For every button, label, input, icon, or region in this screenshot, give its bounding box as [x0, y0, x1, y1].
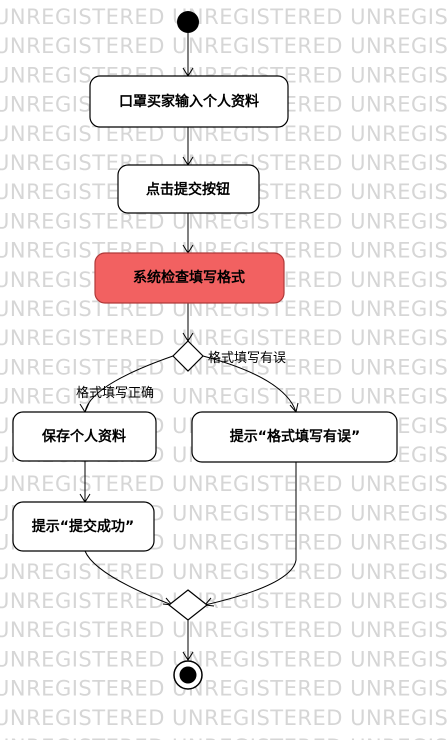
guard-correct-label: 格式填写正确: [76, 385, 154, 401]
edge-error-to-merge: [204, 462, 297, 606]
action-prompt-success-label: 提示“提交成功”: [32, 518, 134, 535]
initial-node[interactable]: [177, 11, 199, 33]
action-system-check[interactable]: 系统检查填写格式: [94, 252, 285, 304]
action-system-check-label: 系统检查填写格式: [133, 269, 245, 286]
action-input-info-label: 口罩买家输入个人资料: [119, 93, 259, 110]
action-prompt-error[interactable]: 提示“格式填写有误”: [191, 411, 398, 463]
edge-decision-to-save: [84, 355, 174, 413]
action-click-submit[interactable]: 点击提交按钮: [117, 164, 260, 214]
edges: [79, 33, 299, 661]
merge-node[interactable]: [168, 589, 208, 621]
action-prompt-error-label: 提示“格式填写有误”: [230, 428, 360, 445]
action-click-submit-label: 点击提交按钮: [146, 181, 230, 198]
edge-success-to-merge: [84, 550, 173, 606]
action-prompt-success[interactable]: 提示“提交成功”: [12, 501, 155, 552]
decision-node[interactable]: [172, 340, 204, 372]
guard-error-label: 格式填写有误: [208, 350, 286, 366]
action-input-info[interactable]: 口罩买家输入个人资料: [89, 75, 289, 128]
final-node[interactable]: [173, 660, 203, 690]
edge-decision-to-error: [202, 355, 297, 413]
action-save-info-label: 保存个人资料: [41, 428, 126, 445]
action-save-info[interactable]: 保存个人资料: [12, 411, 157, 462]
